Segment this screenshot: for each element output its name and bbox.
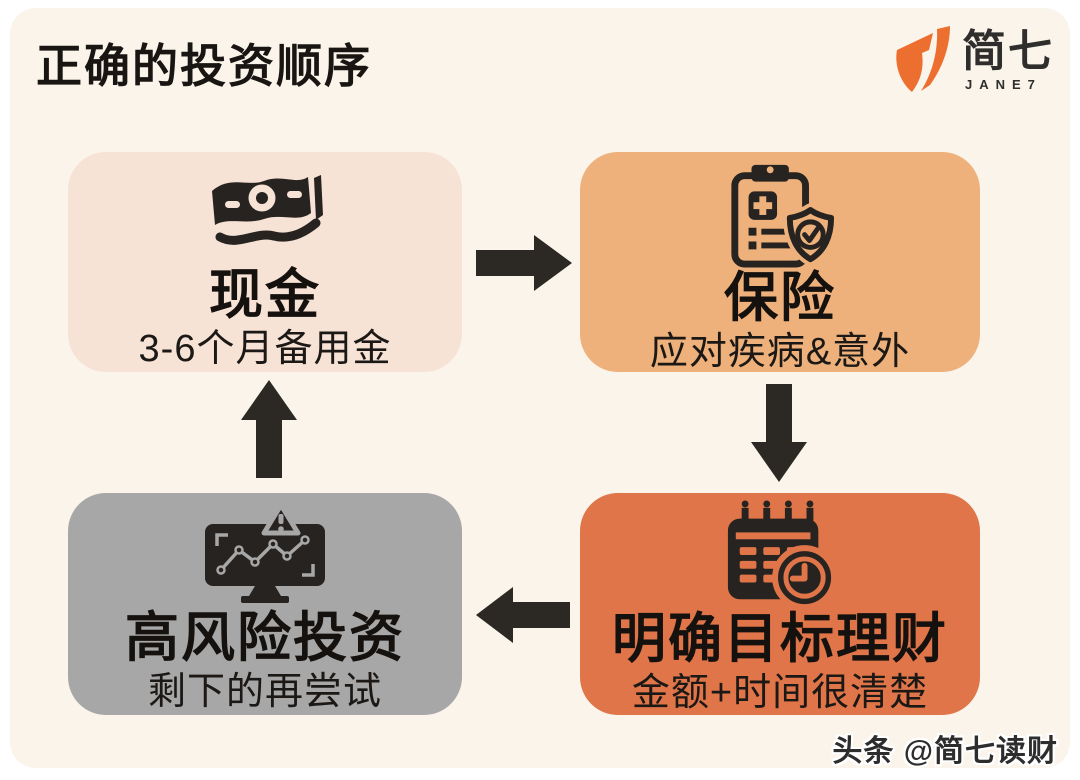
jane7-ribbon-logo-icon (896, 26, 950, 92)
page-title: 正确的投资顺序 (36, 40, 372, 92)
node-subtitle: 剩下的再尝试 (147, 671, 382, 714)
banknote-icon (212, 175, 323, 246)
monitor-risk-chart-icon (205, 502, 325, 604)
medical-clipboard-shield-icon (731, 164, 835, 268)
node-risk-icon-wrap (199, 501, 331, 608)
node-cash: 现金 3-6个月备用金 (68, 152, 462, 372)
arrow-down-icon (751, 384, 807, 482)
node-insurance: 保险 应对疾病&意外 (580, 152, 980, 374)
brand-name: 简七 (962, 27, 1054, 76)
node-subtitle: 3-6个月备用金 (138, 328, 392, 371)
arrow-left-icon (476, 587, 570, 643)
node-insurance-icon-wrap (725, 160, 835, 268)
node-subtitle: 应对疾病&意外 (649, 331, 911, 374)
brand-logo-text: 简七 JANE7 (962, 27, 1054, 93)
node-cash-icon-wrap (204, 160, 326, 265)
arrow-up-icon (241, 380, 297, 478)
node-title: 保险 (724, 268, 836, 328)
calendar-clock-icon (727, 500, 837, 611)
node-title: 明确目标理财 (612, 609, 948, 669)
brand-subtext: JANE7 (965, 77, 1042, 93)
node-goal: 明确目标理财 金额+时间很清楚 (580, 493, 980, 715)
node-risk: 高风险投资 剩下的再尝试 (68, 493, 462, 715)
node-title: 高风险投资 (125, 607, 405, 668)
node-goal-icon-wrap (721, 500, 839, 611)
node-subtitle: 金额+时间很清楚 (631, 672, 929, 715)
arrow-right-icon (476, 235, 572, 291)
node-title: 现金 (209, 264, 321, 325)
watermark: 头条 @简七读财 (832, 735, 1058, 768)
brand-logo: 简七 JANE7 (888, 22, 1054, 100)
